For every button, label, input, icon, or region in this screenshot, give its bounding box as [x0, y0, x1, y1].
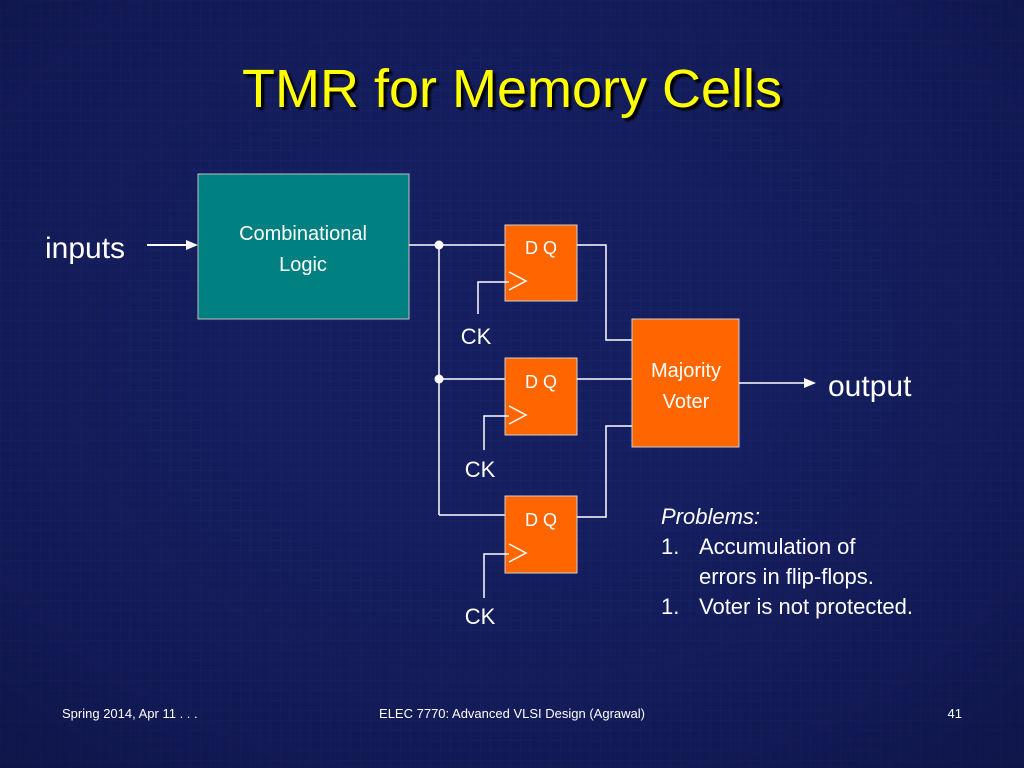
flip-flop-label: D Q	[525, 372, 557, 392]
clock-triangle-icon	[508, 271, 528, 291]
inputs-label: inputs	[45, 232, 125, 265]
problem-item: 1. Voter is not protected.	[661, 592, 981, 622]
combinational-logic-block: Combinational Logic	[197, 173, 410, 320]
flip-flop-1: D Q	[477, 224, 578, 314]
voter-label-line1: Majority	[651, 360, 721, 382]
flip-flop-3: D Q	[483, 495, 578, 598]
voter-input-wires	[577, 244, 632, 518]
problem-text-line1: Voter is not protected.	[699, 594, 914, 619]
footer-course: ELEC 7770: Advanced VLSI Design (Agrawal…	[379, 706, 645, 721]
comb-logic-label-line2: Logic	[279, 254, 327, 276]
problem-number: 1.	[661, 594, 680, 619]
problem-text-line2: errors in flip-flops.	[699, 564, 874, 589]
clock-wire	[483, 415, 509, 450]
junction-dot	[434, 374, 444, 384]
flip-flop-2: D Q	[483, 357, 578, 450]
problems-list: Problems: 1. Accumulation of errors in f…	[661, 502, 981, 622]
clock-label: CK	[465, 604, 496, 629]
clock-label: CK	[465, 457, 496, 482]
problem-number: 1.	[661, 534, 680, 559]
output-label: output	[828, 370, 912, 403]
footer-date: Spring 2014, Apr 11 . . .	[62, 706, 198, 721]
problem-item: 1. Accumulation of errors in flip-flops.	[661, 532, 981, 592]
voter-label-line2: Voter	[663, 391, 710, 413]
clock-label: CK	[461, 324, 492, 349]
majority-voter-block: Majority Voter	[631, 318, 740, 448]
clock-triangle-icon	[508, 543, 528, 563]
junction-dot	[434, 240, 444, 250]
slide-title: TMR for Memory Cells	[241, 59, 783, 119]
flip-flop-label: D Q	[525, 510, 557, 530]
comb-logic-label-line1: Combinational	[239, 223, 367, 245]
clock-wire	[483, 553, 509, 598]
flip-flop-label: D Q	[525, 238, 557, 258]
inputs-arrow	[147, 240, 198, 250]
clock-wire	[477, 281, 509, 314]
problem-text-line1: Accumulation of	[699, 534, 856, 559]
footer-page-number: 41	[947, 706, 962, 721]
problems-heading: Problems:	[661, 504, 761, 529]
output-arrow	[739, 378, 816, 388]
clock-triangle-icon	[508, 405, 528, 425]
